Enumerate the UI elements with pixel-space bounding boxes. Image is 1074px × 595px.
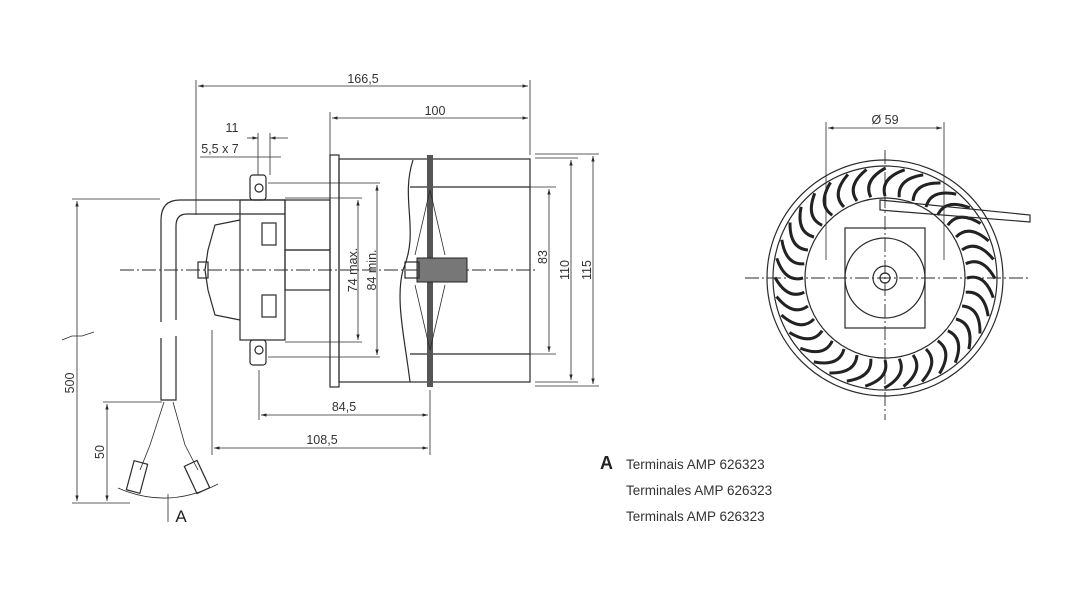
impeller-blade — [897, 173, 924, 198]
impeller-blade — [788, 222, 809, 252]
impeller-blade — [780, 239, 805, 266]
impeller-blade — [809, 192, 823, 227]
dim-outer-dia: 110 — [558, 260, 572, 280]
dim-mount-74: 74 max. — [346, 248, 360, 292]
dim-cable-length: 500 — [63, 373, 77, 394]
dim-slot-spacing: 11 — [226, 121, 239, 135]
impeller-blade — [799, 340, 834, 354]
impeller-blade — [775, 295, 809, 312]
impeller-blade — [775, 257, 804, 281]
impeller-blade — [788, 329, 824, 341]
impeller-blade — [936, 202, 971, 216]
blower-side-view — [117, 154, 535, 522]
impeller-blade — [813, 348, 846, 365]
dim-impeller-pos2: 108,5 — [306, 433, 337, 447]
dim-overall-length: 166,5 — [347, 72, 378, 86]
dim-slot-size: 5,5 x 7 — [201, 142, 239, 156]
dimension-lines — [61, 80, 599, 504]
impeller-blade — [961, 244, 995, 261]
impeller-blade — [864, 359, 888, 388]
impeller-blade — [966, 275, 995, 299]
impeller-blade — [829, 354, 859, 375]
terminal-marker: A — [175, 507, 187, 526]
impeller-blade — [947, 329, 961, 364]
legend-line-en: Terminals AMP 626323 — [626, 509, 765, 524]
dim-impeller-pos: 84,5 — [332, 400, 356, 414]
impeller-blade — [920, 347, 934, 383]
impeller-blade — [902, 354, 919, 388]
impeller-blade — [954, 229, 990, 243]
dim-mount-84: 84 min. — [365, 250, 379, 291]
impeller-blade — [965, 290, 990, 317]
dim-housing-length: 100 — [425, 104, 446, 118]
impeller-blade — [780, 313, 816, 327]
dim-rotor-dia: Ø 59 — [871, 113, 898, 127]
legend-line-es: Terminales AMP 626323 — [626, 483, 773, 498]
legend-marker: A — [600, 453, 613, 473]
impeller-blade — [961, 304, 982, 334]
impeller-blade — [822, 181, 834, 217]
impeller-blade — [798, 206, 815, 239]
impeller-blade — [846, 358, 873, 383]
dim-flange-dia: 115 — [580, 260, 594, 280]
impeller-blade — [867, 166, 887, 198]
impeller-blade — [955, 317, 972, 350]
impeller-blade — [883, 358, 903, 390]
impeller-blade — [911, 181, 941, 202]
impeller-blade — [851, 168, 868, 202]
impeller-blade — [946, 215, 982, 227]
impeller-blades — [773, 166, 997, 390]
impeller-blade — [836, 173, 850, 209]
impeller-blade — [773, 276, 805, 296]
legend-line-pt: Terminais AMP 626323 — [626, 457, 765, 472]
dim-lead-length: 50 — [93, 445, 107, 459]
impeller-blade — [965, 260, 997, 280]
dim-inner-dia: 83 — [536, 250, 550, 264]
impeller-blade — [936, 339, 948, 375]
blower-front-view — [745, 122, 1031, 420]
impeller-blade — [882, 168, 906, 197]
